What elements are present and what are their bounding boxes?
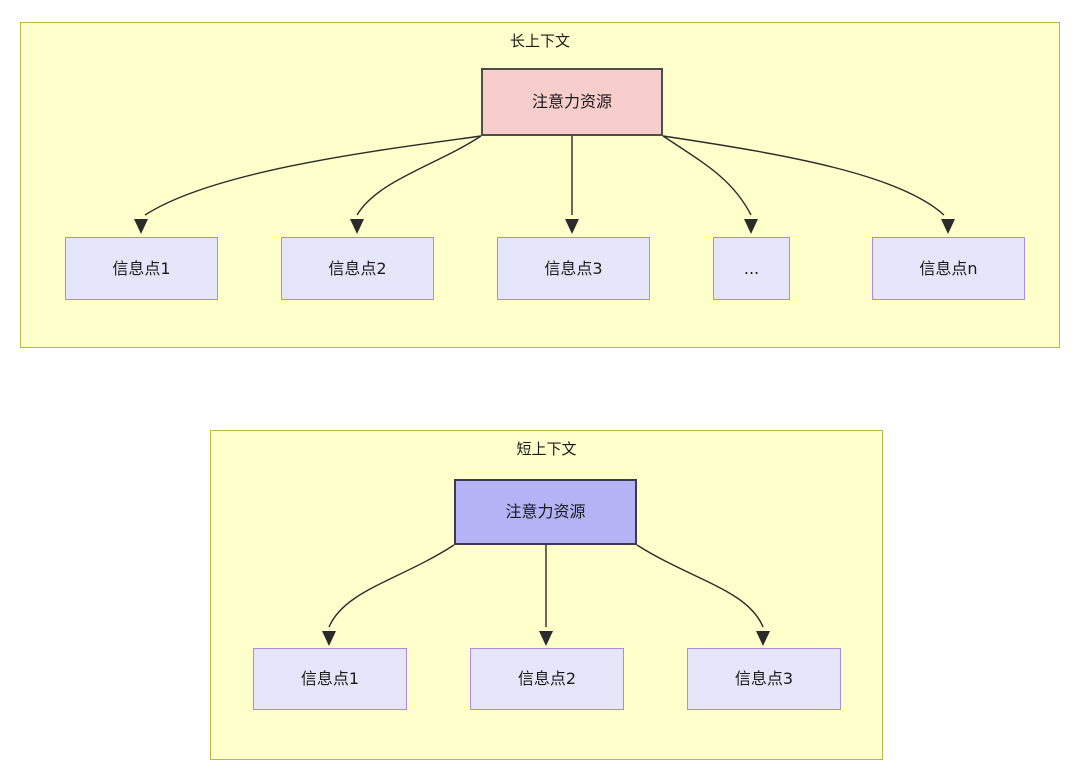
node-short-info-2[interactable]: 信息点2 xyxy=(470,648,624,710)
node-long-info-n[interactable]: 信息点n xyxy=(872,237,1025,300)
group-short-context-title: 短上下文 xyxy=(516,440,577,458)
node-short-attention-resource[interactable]: 注意力资源 xyxy=(454,479,637,545)
node-long-info-2[interactable]: 信息点2 xyxy=(281,237,434,300)
node-short-info-3[interactable]: 信息点3 xyxy=(687,648,841,710)
group-long-context-title: 长上下文 xyxy=(509,32,570,50)
node-short-info-1[interactable]: 信息点1 xyxy=(253,648,407,710)
node-long-info-3[interactable]: 信息点3 xyxy=(497,237,650,300)
node-long-attention-resource[interactable]: 注意力资源 xyxy=(481,68,663,136)
node-long-info-ellipsis[interactable]: ... xyxy=(713,237,790,300)
node-long-info-1[interactable]: 信息点1 xyxy=(65,237,218,300)
